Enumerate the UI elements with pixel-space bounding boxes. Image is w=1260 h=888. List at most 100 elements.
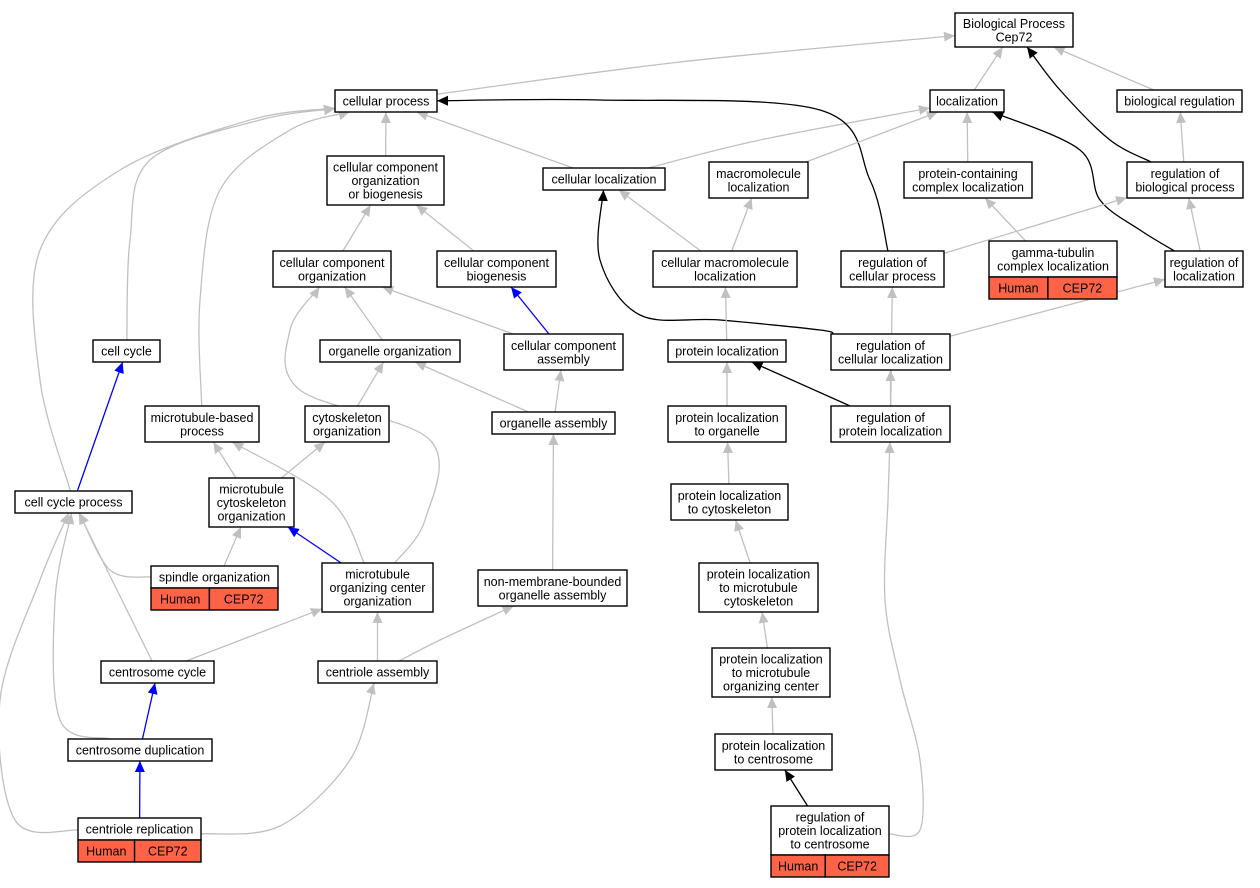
node-label-line: protein localization: [707, 568, 811, 582]
edge-is-a-cellular-localization-to-localization: [647, 105, 931, 169]
node-box: [652, 250, 798, 288]
edge-is-a-centrosome-cycle-to-cell-cycle-process: [78, 512, 153, 662]
node-box: [14, 490, 133, 514]
edge-is-a-mtoc-organization-to-microtubule-based-process: [231, 441, 365, 564]
node-label-line: to centrosome: [734, 752, 813, 766]
edges: [0, 31, 1201, 838]
gene-tag: CEP72: [837, 860, 877, 874]
edge-is-a-centrosome-cycle-to-mtoc-organization: [185, 608, 323, 662]
node-label-line: centrosome cycle: [109, 666, 206, 680]
edge-regulates-reg-localization-to-localization: [992, 111, 1175, 252]
edge-is-a-biological-regulation-to-bp: [1053, 46, 1155, 91]
node-label-line: cytoskeleton: [724, 595, 794, 609]
node-box: [491, 411, 616, 435]
edge-is-a-cellular-localization-to-cellular-process: [416, 110, 574, 169]
go-term-node-organelle-assembly[interactable]: organelle assembly: [491, 411, 616, 435]
node-label-line: localization: [728, 180, 790, 194]
edge-is-a-cytoskeleton-organization-to-organelle-organization: [357, 361, 385, 407]
node-label-line: protein localization: [722, 739, 826, 753]
node-box: [326, 155, 445, 206]
node-label-line: cellular localization: [838, 352, 943, 366]
node-label-line: assembly: [537, 352, 591, 366]
edge-is-a-reg-cellular-localization-to-reg-localization: [949, 277, 1166, 337]
edge-is-a-protein-loc-cytoskeleton-to-protein-loc-organelle: [722, 441, 733, 485]
node-box: [954, 12, 1074, 48]
go-term-node-centrosome-duplication[interactable]: centrosome duplication: [67, 738, 213, 762]
go-term-node-organelle-organization[interactable]: organelle organization: [319, 339, 461, 363]
edge-part-of-centrosome-duplication-to-centrosome-cycle: [141, 682, 158, 740]
node-label-line: organization: [313, 424, 381, 438]
go-term-node-cellular-process[interactable]: cellular process: [334, 89, 438, 113]
node-label-line: organelle assembly: [499, 588, 607, 602]
edge-is-a-protein-complex-localization-to-localization: [962, 111, 973, 163]
edge-is-a-centriole-replication-to-centriole-assembly: [200, 682, 376, 835]
node-label-line: protein localization: [678, 489, 782, 503]
node-label-line: localization: [694, 269, 756, 283]
gene-tag: CEP72: [224, 593, 264, 607]
node-box: [92, 339, 161, 363]
node-label-line: protein localization: [719, 653, 823, 667]
node-label-line: cell cycle: [101, 345, 152, 359]
node-box: [436, 250, 557, 288]
go-term-node-centriole-assembly[interactable]: centriole assembly: [317, 660, 438, 684]
go-term-node-cellular-localization[interactable]: cellular localization: [542, 167, 666, 191]
node-box: [698, 562, 819, 613]
node-label-line: regulation of: [1170, 256, 1239, 270]
go-term-node-cell-cycle[interactable]: cell cycle: [92, 339, 161, 363]
node-box: [667, 405, 787, 443]
edge-is-a-protein-localization-to-cellular-macromolecule-localization: [720, 286, 731, 341]
node-box: [830, 405, 951, 443]
node-box: [708, 161, 809, 199]
node-label-line: organelle assembly: [500, 417, 608, 431]
edge-is-a-macromolecule-localization-to-localization: [805, 111, 939, 163]
node-label-line: centriole replication: [86, 823, 194, 837]
go-term-node-localization[interactable]: localization: [929, 89, 1005, 113]
node-label-line: cellular component: [280, 256, 385, 270]
node-box: [542, 167, 666, 191]
edge-is-a-cc-assembly-to-cc-organization: [381, 286, 514, 335]
gene-tag: CEP72: [148, 845, 188, 859]
node-label-line: regulation of: [856, 411, 925, 425]
node-label-line: biogenesis: [467, 269, 527, 283]
gene-tag-box: [208, 587, 279, 611]
go-term-node-biological-regulation[interactable]: biological regulation: [1116, 89, 1243, 113]
gene-tag-box: [1047, 276, 1118, 300]
node-box: [1126, 161, 1244, 199]
edge-is-a-protein-loc-centrosome-to-protein-loc-mtoc: [767, 696, 778, 735]
go-term-node-centrosome-cycle[interactable]: centrosome cycle: [100, 660, 215, 684]
node-label-line: biological regulation: [1124, 95, 1235, 109]
node-label-line: regulation of: [858, 256, 927, 270]
go-term-node-cell-cycle-process[interactable]: cell cycle process: [14, 490, 133, 514]
edge-is-a-protein-loc-mt-cytoskeleton-to-protein-loc-cytoskeleton: [734, 519, 751, 564]
node-box: [319, 339, 461, 363]
go-term-node-protein-localization[interactable]: protein localization: [667, 339, 787, 363]
node-box: [670, 483, 789, 521]
